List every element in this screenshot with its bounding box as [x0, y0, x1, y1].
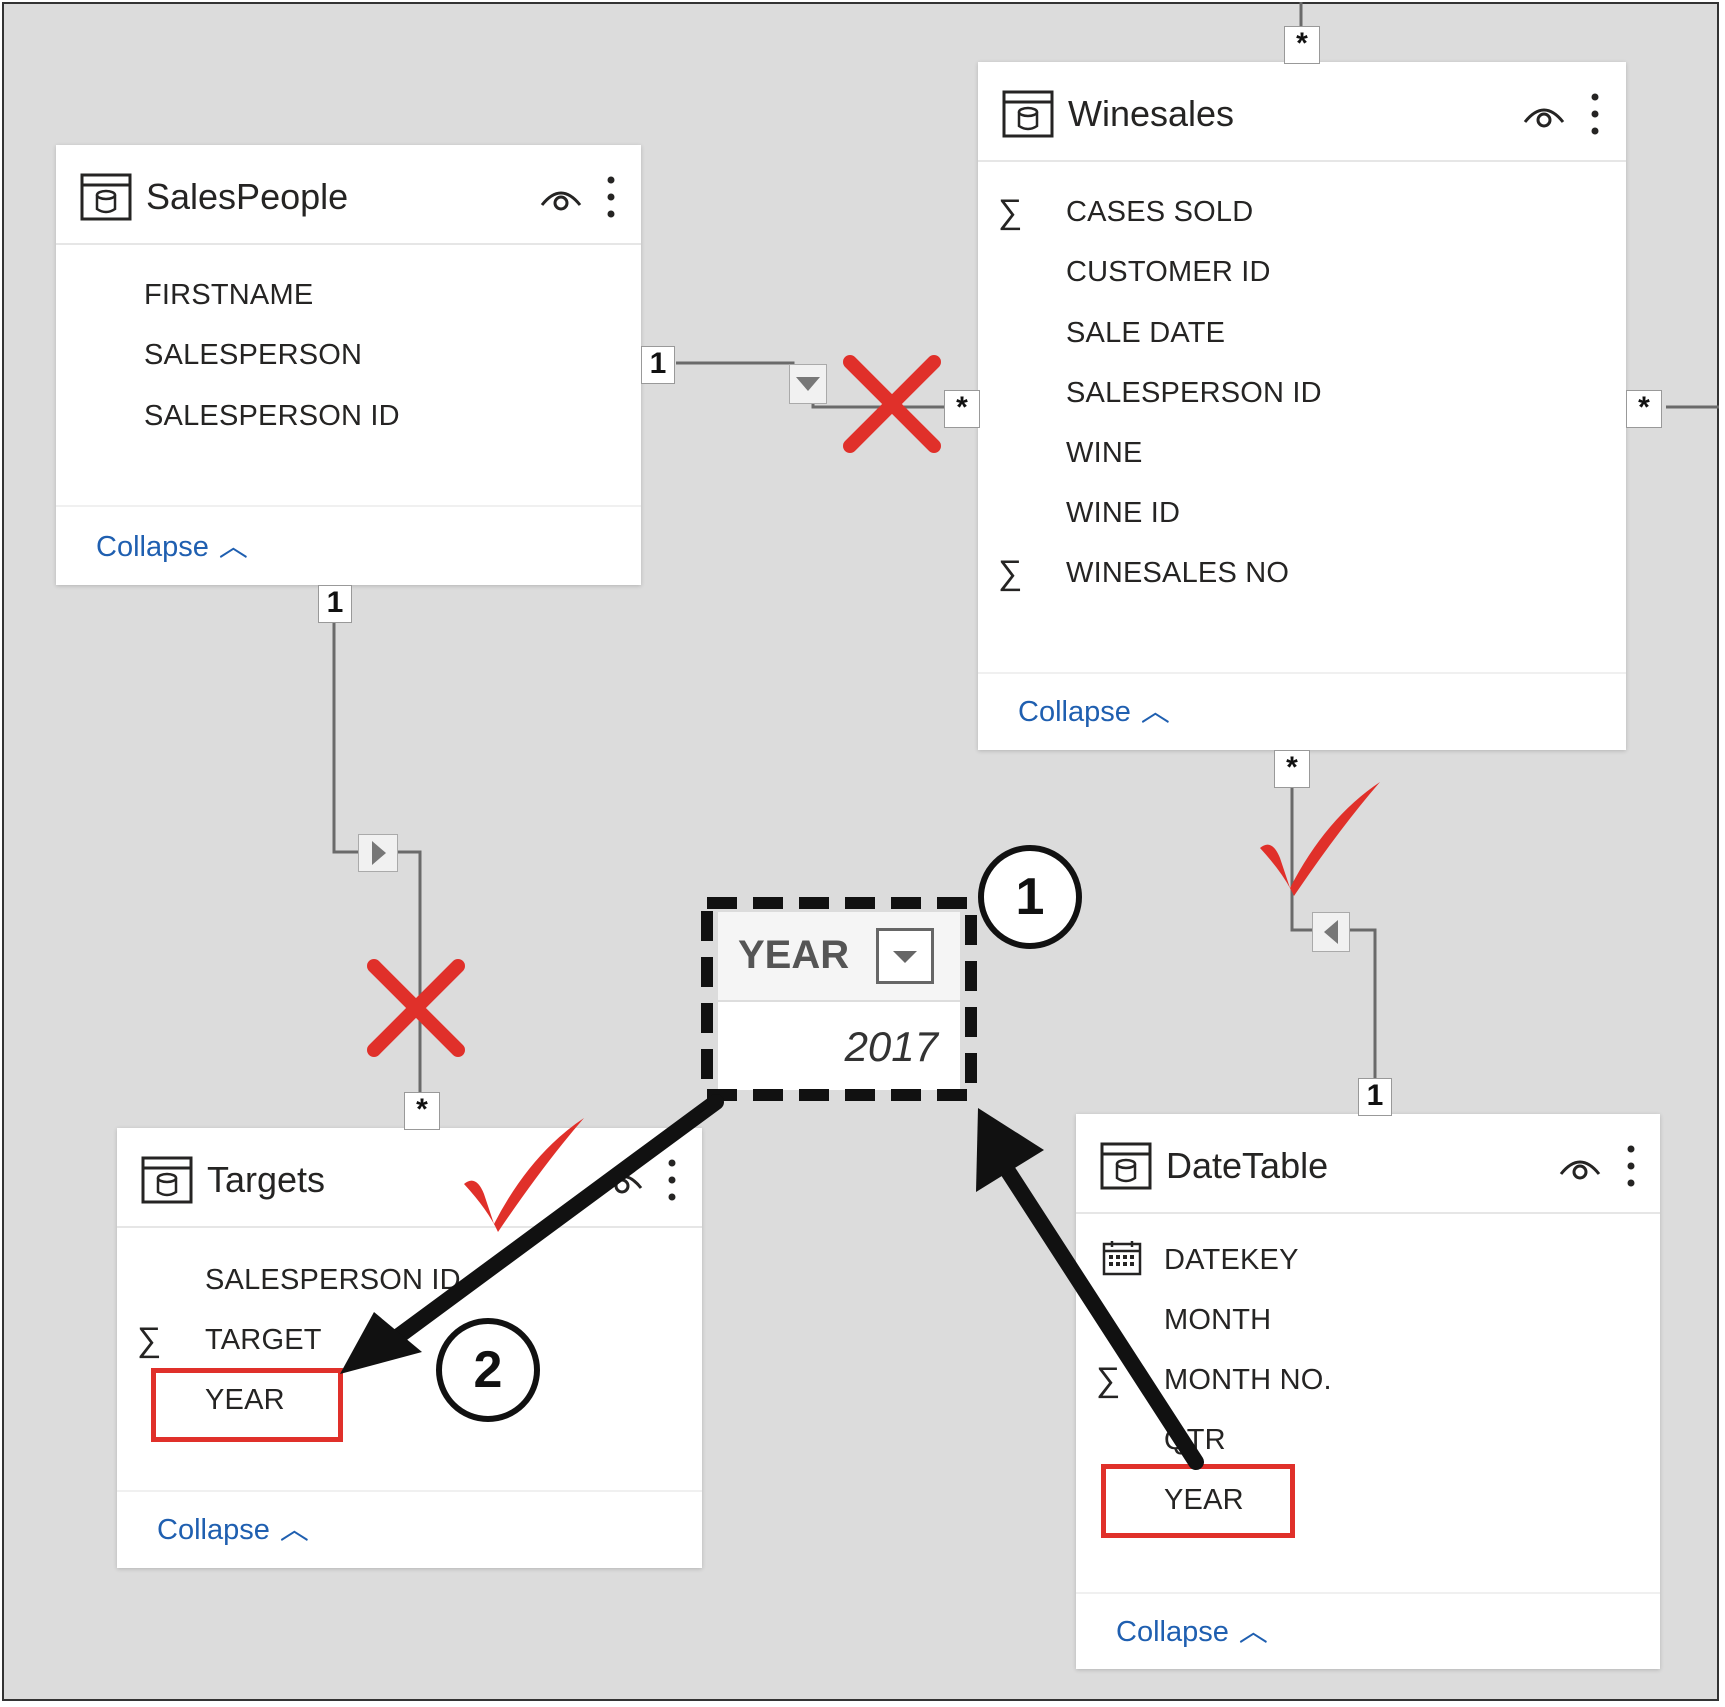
collapse-button[interactable]: Collapse︿ — [1018, 692, 1170, 732]
slicer-title: YEAR — [738, 933, 850, 977]
cardinality-badge-many: * — [944, 390, 980, 428]
field-year[interactable]: YEAR — [205, 1384, 285, 1416]
field-salesperson-id[interactable]: SALESPERSON ID — [1066, 377, 1322, 409]
card-header: Targets — [117, 1128, 702, 1228]
table-title: Winesales — [1068, 93, 1235, 134]
step-marker-2: 2 — [436, 1318, 540, 1422]
field-customer-id[interactable]: CUSTOMER ID — [1066, 256, 1271, 288]
card-footer-divider — [978, 672, 1626, 674]
step-marker-1: 1 — [978, 845, 1082, 949]
table-icon — [80, 173, 132, 221]
sigma-icon: ∑ — [137, 1321, 162, 1359]
slicer-header: YEAR — [718, 912, 960, 1002]
card-header: SalesPeople — [56, 145, 641, 245]
arrow-head-up — [976, 1108, 1044, 1192]
relationship-line-salespeople-targets — [332, 618, 422, 1112]
arrow-head-down — [340, 1312, 422, 1374]
field-firstname[interactable]: FIRSTNAME — [144, 279, 314, 311]
filter-direction-left-icon — [1312, 912, 1350, 952]
highlight-box-targets-year — [151, 1368, 343, 1442]
cardinality-badge-many: * — [1274, 750, 1310, 788]
red-x-mark-salespeople-targets — [367, 959, 465, 1057]
relationship-line-winesales-datetable — [1290, 784, 1377, 1085]
collapse-button[interactable]: Collapse︿ — [1116, 1612, 1268, 1652]
table-title: Targets — [207, 1159, 326, 1200]
filter-direction-down-icon — [789, 364, 827, 404]
field-datekey[interactable]: DATEKEY — [1164, 1244, 1299, 1276]
card-header: Winesales — [978, 62, 1626, 162]
table-card-datetable[interactable]: DateTable DATEKEY MONTH ∑ MONTH NO. QTR … — [1076, 1114, 1660, 1669]
collapse-button[interactable]: Collapse︿ — [157, 1510, 309, 1550]
cardinality-badge-many: * — [1626, 390, 1662, 428]
eye-icon[interactable] — [1522, 100, 1566, 132]
table-card-winesales[interactable]: Winesales ∑ CASES SOLD CUSTOMER ID SALE … — [978, 62, 1626, 750]
table-title: DateTable — [1166, 1145, 1329, 1186]
chevron-up-icon: ︿ — [218, 531, 248, 563]
more-options-icon[interactable] — [606, 175, 616, 219]
cardinality-badge-many: * — [1284, 26, 1320, 64]
chevron-up-icon: ︿ — [1238, 1616, 1268, 1648]
sigma-icon: ∑ — [998, 554, 1023, 592]
slicer-dropdown[interactable] — [876, 928, 934, 984]
table-icon — [141, 1156, 193, 1204]
calendar-icon — [1102, 1241, 1142, 1276]
chevron-down-icon — [893, 951, 917, 963]
sigma-icon: ∑ — [998, 193, 1023, 231]
field-salesperson-id[interactable]: SALESPERSON ID — [205, 1264, 461, 1296]
field-sale-date[interactable]: SALE DATE — [1066, 317, 1226, 349]
more-options-icon[interactable] — [667, 1158, 677, 1202]
collapse-button[interactable]: Collapse︿ — [96, 527, 248, 567]
card-footer-divider — [1076, 1592, 1660, 1594]
card-footer-divider — [56, 505, 641, 507]
eye-icon[interactable] — [1558, 1152, 1602, 1184]
eye-icon[interactable] — [539, 183, 583, 215]
arrow-slicer-to-targets — [388, 1094, 724, 1346]
red-x-mark-salespeople-winesales — [843, 355, 941, 453]
field-wine[interactable]: WINE — [1066, 437, 1143, 469]
red-checkmark-winesales-datetable — [1260, 782, 1380, 896]
table-title: SalesPeople — [146, 176, 349, 217]
sigma-icon: ∑ — [1096, 1361, 1121, 1399]
field-year[interactable]: YEAR — [1164, 1484, 1244, 1516]
year-slicer[interactable]: YEAR 2017 — [718, 912, 960, 1090]
more-options-icon[interactable] — [1626, 1144, 1636, 1188]
card-footer-divider — [117, 1490, 702, 1492]
slicer-selected-value[interactable]: 2017 — [844, 1023, 938, 1070]
cardinality-badge-one: 1 — [641, 346, 675, 384]
field-month-no[interactable]: MONTH NO. — [1164, 1364, 1332, 1396]
more-options-icon[interactable] — [1590, 92, 1600, 136]
table-icon — [1002, 90, 1054, 138]
red-checkmark-targets — [464, 1118, 584, 1232]
field-cases-sold[interactable]: CASES SOLD — [1066, 196, 1254, 228]
arrow-datetable-to-slicer — [994, 1154, 1204, 1470]
field-winesales-no[interactable]: WINESALES NO — [1066, 557, 1290, 589]
field-salesperson[interactable]: SALESPERSON — [144, 339, 363, 371]
field-wine-id[interactable]: WINE ID — [1066, 497, 1181, 529]
field-month[interactable]: MONTH — [1164, 1304, 1272, 1336]
field-target[interactable]: TARGET — [205, 1324, 322, 1356]
chevron-up-icon: ︿ — [279, 1514, 309, 1546]
filter-direction-right-icon — [358, 834, 398, 872]
cardinality-badge-one: 1 — [1358, 1078, 1392, 1116]
field-salesperson-id[interactable]: SALESPERSON ID — [144, 400, 400, 432]
table-icon — [1100, 1142, 1152, 1190]
cardinality-badge-many: * — [404, 1092, 440, 1130]
card-header: DateTable — [1076, 1114, 1660, 1214]
table-card-salespeople[interactable]: SalesPeople FIRSTNAME SALESPERSON SALESP… — [56, 145, 641, 585]
chevron-up-icon: ︿ — [1140, 696, 1170, 728]
cardinality-badge-one: 1 — [318, 585, 352, 623]
